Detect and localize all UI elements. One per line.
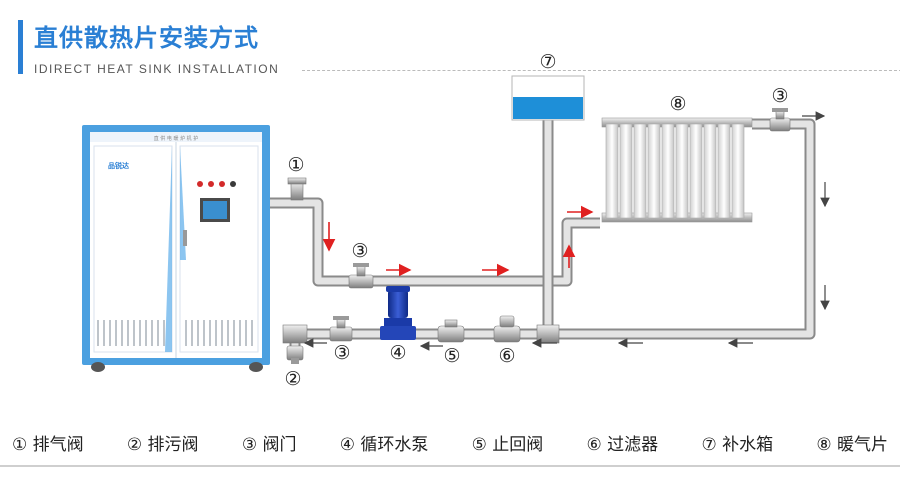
- tee-fitting-boiler: [282, 324, 308, 344]
- drain-valve: [286, 345, 304, 364]
- callout-filter: ⑥: [498, 345, 515, 367]
- legend-item-pump: ④ 循环水泵: [339, 435, 429, 455]
- page-title: 直供散热片安装方式: [34, 24, 259, 52]
- indicator-light-4: [230, 181, 236, 187]
- valve-lower: [329, 316, 353, 342]
- boiler-logo: 品锐达: [108, 161, 129, 170]
- component-legend: ① 排气阀 ② 排污阀 ③ 阀门 ④ 循环水泵 ⑤ 止回阀 ⑥ 过滤器 ⑦ 补水…: [0, 430, 900, 456]
- legend-item-valve: ③ 阀门: [241, 435, 297, 455]
- tee-fitting-tank: [536, 324, 560, 344]
- callout-vent-valve: ①: [287, 154, 304, 176]
- boiler-top-label: 直 供 电 暖 炉 机 护: [154, 135, 199, 142]
- check-valve: [437, 319, 465, 343]
- legend-item-tank: ⑦ 补水箱: [701, 435, 774, 455]
- indicator-light-1: [197, 181, 203, 187]
- callout-valve-upper: ③: [351, 240, 368, 262]
- water-tank: [511, 75, 585, 121]
- legend-item-radiator: ⑧ 暖气片: [816, 435, 888, 455]
- valve-upper: [348, 263, 374, 289]
- flow-arrows-hot: [322, 205, 594, 277]
- legend-item-filter: ⑥ 过滤器: [586, 435, 659, 455]
- legend-item-check-valve: ⑤ 止回阀: [471, 435, 544, 455]
- legend-item-vent-valve: ① 排气阀: [12, 435, 84, 455]
- subtitle-divider: [302, 70, 900, 71]
- electric-boiler: 直 供 电 暖 炉 机 护 品锐达: [82, 125, 270, 372]
- installation-diagram: 直 供 电 暖 炉 机 护 品锐达: [82, 51, 830, 390]
- y-filter: [493, 315, 521, 343]
- callout-tank: ⑦: [539, 51, 556, 73]
- circulation-pump: [380, 286, 416, 340]
- callout-radiator: ⑧: [669, 93, 686, 115]
- callout-valve-right: ③: [771, 85, 788, 107]
- radiator: [601, 117, 753, 223]
- header-accent-bar: [18, 20, 23, 74]
- indicator-light-3: [219, 181, 225, 187]
- door-handle: [183, 230, 187, 246]
- callout-valve-lower: ③: [333, 342, 350, 364]
- callout-check-valve: ⑤: [443, 345, 460, 367]
- callout-pump: ④: [389, 342, 406, 364]
- valve-right: [769, 108, 791, 132]
- vent-grille: [97, 320, 253, 346]
- flow-arrows-return: [303, 111, 830, 351]
- legend-item-drain-valve: ② 排污阀: [126, 435, 199, 455]
- page-subtitle: IDIRECT HEAT SINK INSTALLATION: [34, 62, 280, 76]
- indicator-light-2: [208, 181, 214, 187]
- boiler-wheel-left: [91, 362, 105, 372]
- boiler-wheel-right: [249, 362, 263, 372]
- vent-valve: [287, 177, 307, 201]
- legend-divider: [0, 465, 900, 467]
- callout-drain-valve: ②: [284, 368, 301, 390]
